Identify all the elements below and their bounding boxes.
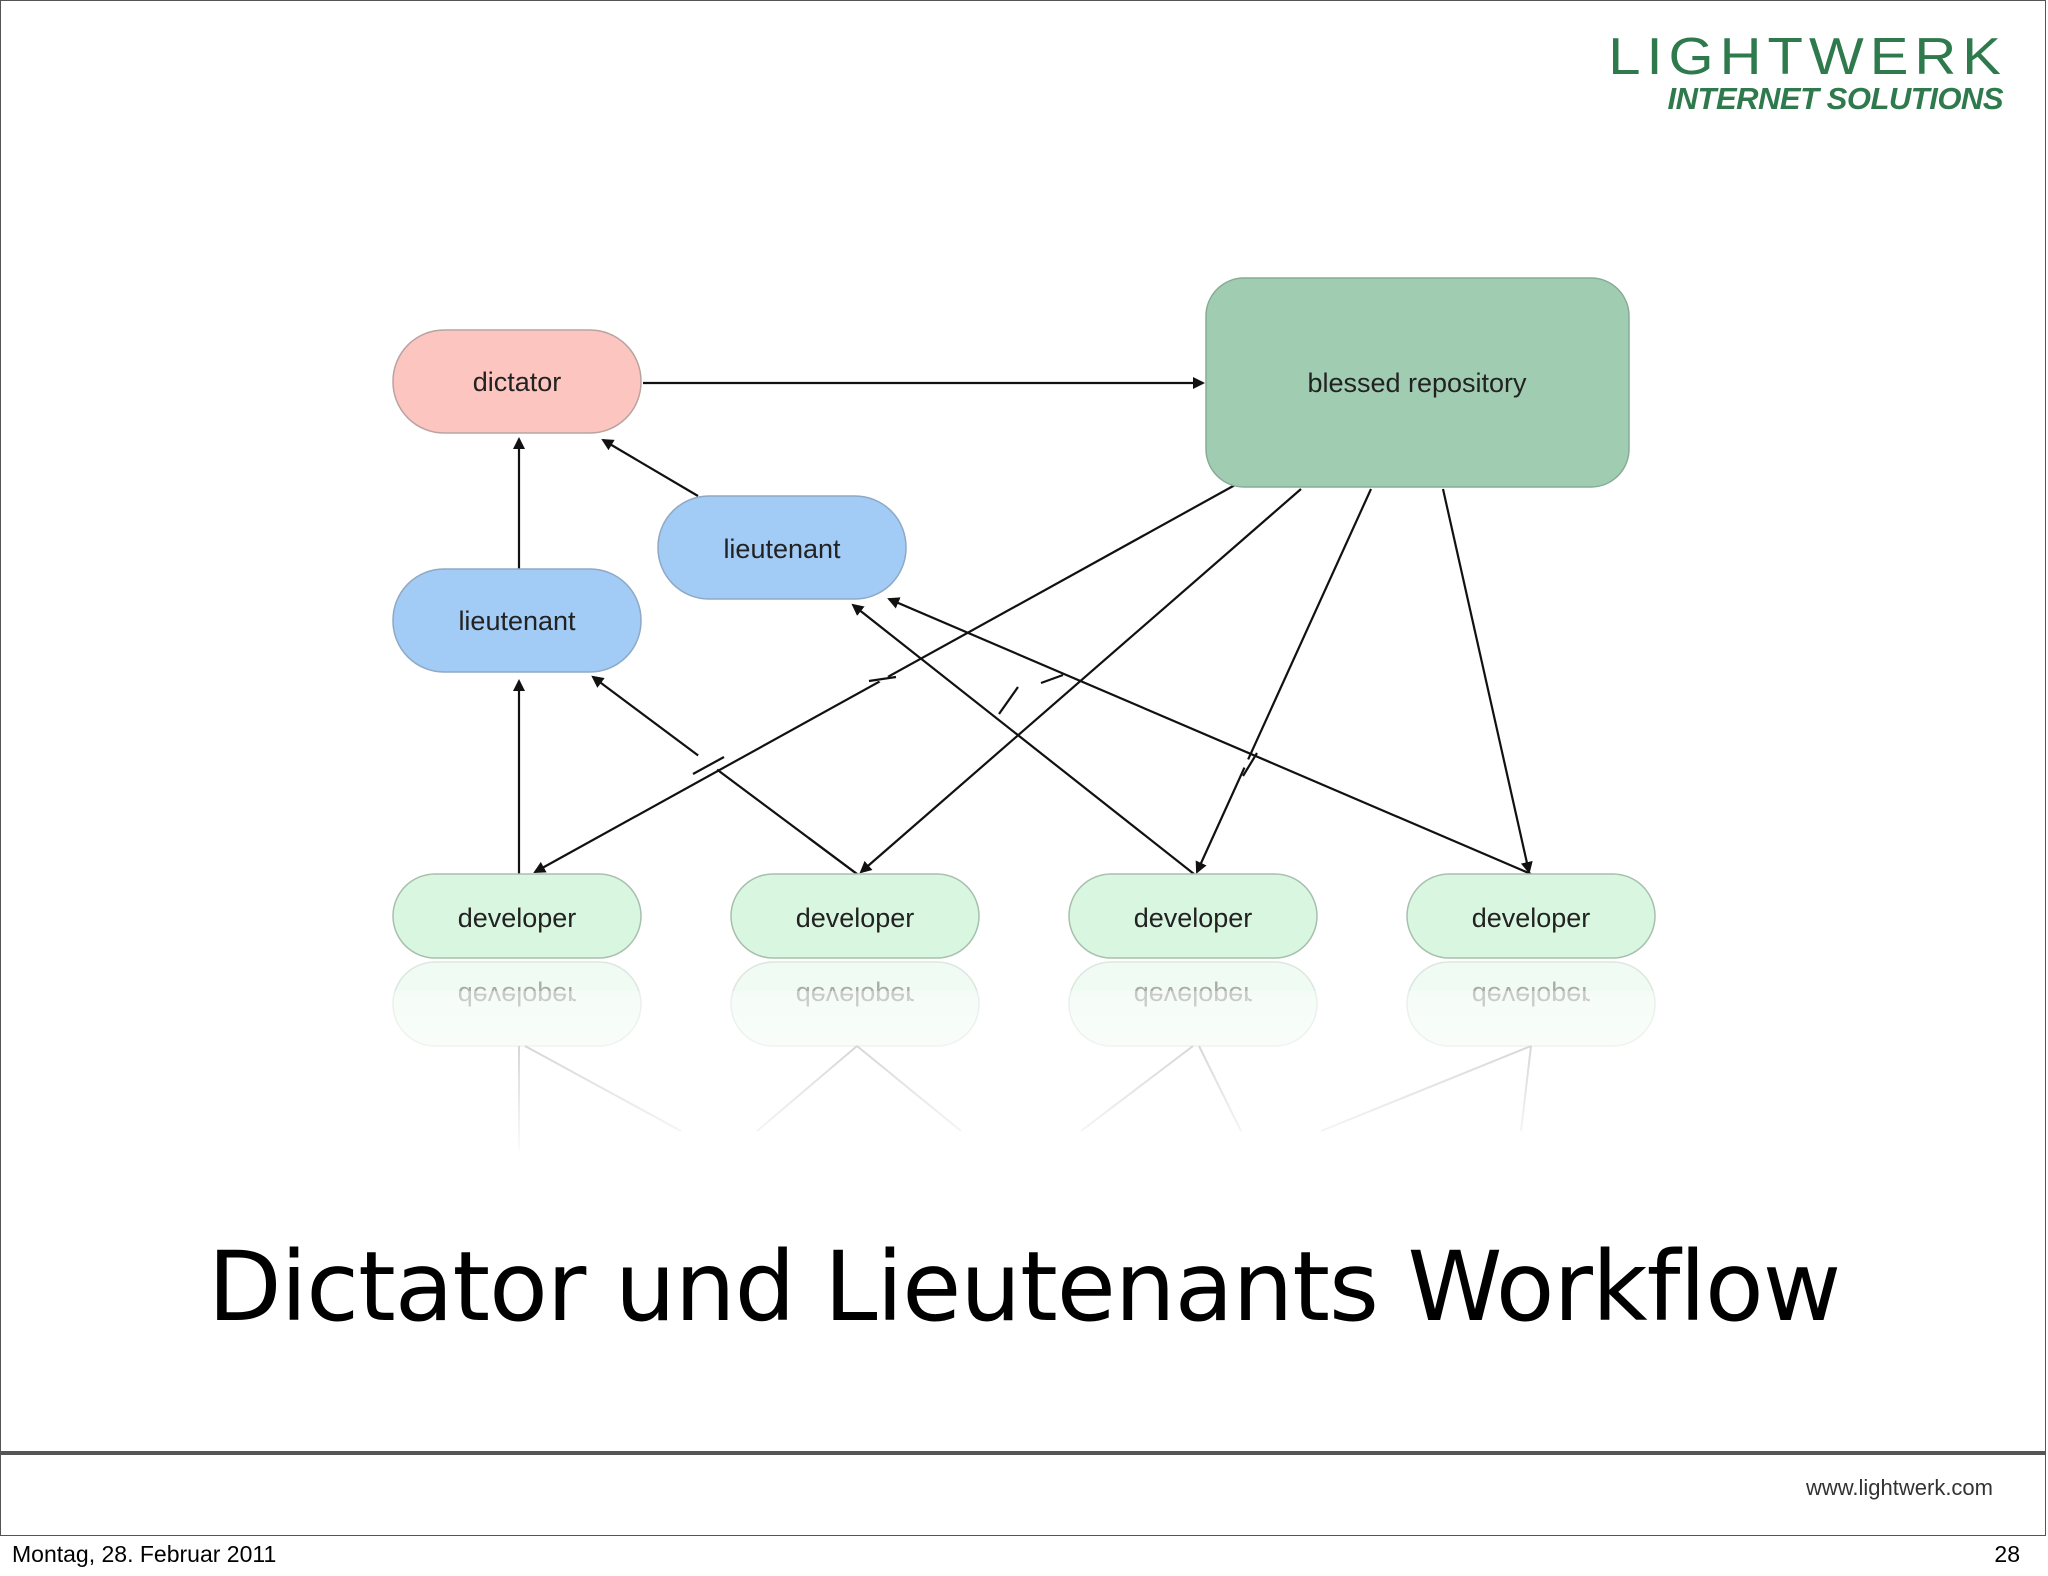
node-lieutenant-a-label: lieutenant bbox=[458, 606, 576, 636]
footer-divider bbox=[1, 1451, 2045, 1455]
edge-dev4-lieutenant-b bbox=[887, 597, 1532, 876]
node-lieutenant-b-label: lieutenant bbox=[723, 534, 841, 564]
node-developer-4: developer bbox=[1406, 873, 1656, 959]
workflow-diagram: dictator blessed repository lieutenant l… bbox=[381, 277, 1681, 1161]
node-blessed-repository: blessed repository bbox=[1205, 277, 1630, 488]
slide-title: Dictator und Lieutenants Workflow bbox=[207, 1231, 1842, 1343]
node-developer-1-label: developer bbox=[458, 903, 577, 933]
page-number: 28 bbox=[1994, 1541, 2020, 1567]
slide: LIGHTWERK INTERNET SOLUTIONS bbox=[0, 0, 2046, 1536]
node-developer-1: developer bbox=[392, 873, 642, 959]
node-developer-2: developer bbox=[730, 873, 980, 959]
node-developer-2-label: developer bbox=[796, 903, 915, 933]
edge-dev3-lieutenant-b bbox=[851, 603, 1195, 875]
edge-blessed-dev3 bbox=[1195, 488, 1373, 874]
node-lieutenant-b: lieutenant bbox=[657, 495, 907, 600]
lightwerk-logo-tagline: INTERNET SOLUTIONS bbox=[1667, 81, 2004, 116]
edge-dev2-lieutenant-a-path bbox=[591, 675, 858, 875]
node-dictator: dictator bbox=[392, 329, 642, 434]
node-blessed-label: blessed repository bbox=[1307, 368, 1527, 398]
edge-blessed-dev4 bbox=[1441, 488, 1533, 874]
edge-crossing-gaps bbox=[697, 667, 1266, 776]
edge-blessed-dev2 bbox=[859, 488, 1302, 874]
node-developer-4-label: developer bbox=[1472, 903, 1591, 933]
node-lieutenant-a: lieutenant bbox=[392, 568, 642, 673]
print-date: Montag, 28. Februar 2011 bbox=[12, 1541, 277, 1567]
company-url: www.lightwerk.com bbox=[1805, 1475, 1993, 1500]
edge-lieutenant-b-dictator bbox=[601, 438, 699, 497]
lightwerk-logo: LIGHTWERK bbox=[1608, 27, 2007, 86]
node-developer-3-label: developer bbox=[1134, 903, 1253, 933]
node-dictator-label: dictator bbox=[473, 367, 562, 397]
node-developer-3: developer bbox=[1068, 873, 1318, 959]
